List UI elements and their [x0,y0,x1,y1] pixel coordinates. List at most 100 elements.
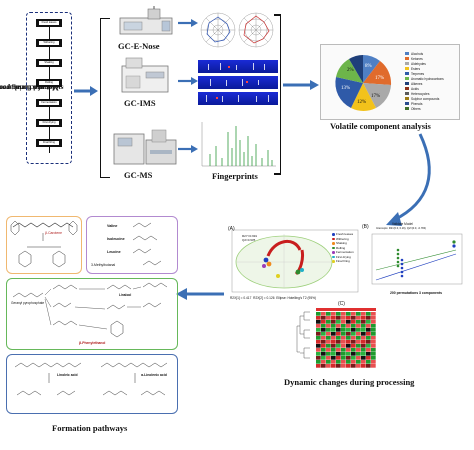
label-linolenic-acid: α-Linolenic acid [141,373,167,377]
legend-text: Others [411,106,421,111]
heatmap-cell [331,336,336,340]
heatmap-cell [316,312,321,316]
heatmap-cell [371,352,376,356]
heatmap-cell [326,320,331,324]
heatmap-cell [351,324,356,328]
volatile-legend-item: Phenols [405,101,459,106]
heatmap-cell [356,356,361,360]
heatmap-cell [361,336,366,340]
heatmap-cell [336,324,341,328]
heatmap-cell [316,364,321,368]
heatmap-cell [371,312,376,316]
heatmap-cell [346,364,351,368]
heatmap-cell [371,332,376,336]
heatmap-cell [331,348,336,352]
legend-text: Acids [411,86,419,91]
heatmap-cell [351,356,356,360]
heatmap-cell [361,312,366,316]
volatile-legend-item: Aromatic hydrocarbons [405,76,459,81]
legend-text: Aromatic hydrocarbons [411,76,444,81]
group-dot [332,237,335,240]
legend-swatch [405,62,409,65]
step-shaking: Shaking [36,59,62,67]
heatmap-cell [366,364,371,368]
heatmap-cell [336,316,341,320]
heatmap-cell [346,316,351,320]
heatmap-cell [346,320,351,324]
volatile-pie-chart: 8% 17% 17% 12% 13% 2% [335,55,392,111]
group-legend-item: Fermentation [332,250,354,255]
process-connector [49,25,50,153]
volatile-title: Volatile component analysis [330,121,431,131]
heatmap-cell [356,364,361,368]
label-3-methylbutanal: 3-Methylbutanal [91,263,116,267]
heatmap-cell [326,344,331,348]
fingerprints-label: Fingerprints [212,171,258,181]
heatmap-cell [326,352,331,356]
heatmap-cell [341,364,346,368]
amino-acid-structures [132,222,162,266]
slice-label-3: 17% [371,94,380,99]
heatmap-cell [371,320,376,324]
heatmap-cell [346,352,351,356]
group-name: Shaking [336,241,347,246]
heatmap-cell [346,328,351,332]
legend-text: Ketones [411,56,423,61]
heatmap-cell [336,312,341,316]
legend-swatch [405,52,409,55]
process-steps-box: Fresh leaves Withering Shaking Rolling F… [26,12,72,164]
heatmap-cell [351,344,356,348]
heatmap-cell [356,344,361,348]
heatmap-cell [321,312,326,316]
heatmap-cell [321,324,326,328]
heatmap-cell [341,324,346,328]
panel-a-label: (A) [228,226,235,232]
volatile-legend-item: Others [405,106,459,111]
heatmap-cell [336,320,341,324]
heatmap-cell [356,336,361,340]
heatmap-cell [346,336,351,340]
arrow-ims [178,77,198,85]
heatmap-cell [326,336,331,340]
heatmap-cell [336,364,341,368]
heatmap-cell [321,316,326,320]
group-dot [332,255,335,258]
heatmap-cell [321,336,326,340]
heatmap-cell [316,340,321,344]
volatile-legend-item: Alkenes [405,81,459,86]
heatmap-cell [331,316,336,320]
heatmap-cell [346,332,351,336]
ims-fingerprint-heatmaps [198,60,278,105]
legend-swatch [405,87,409,90]
heatmap-cell [321,364,326,368]
heatmap-cell [366,352,371,356]
gc-ms-label: GC-MS [124,170,153,180]
heatmap-cell [361,360,366,364]
step-fresh-leaves: Fresh leaves [36,19,62,27]
heatmap-cell [326,316,331,320]
score-axis-caption: R2X[1] = 0.417 R2X[2] = 0.126 Ellipse: H… [230,296,316,300]
heatmap-cell [371,348,376,352]
panel-b-label: (B) [362,224,369,230]
heatmap-cell [336,344,341,348]
carotenoid-structures [10,220,78,268]
legend-swatch [405,107,409,110]
slice-label-1: 8% [365,64,372,69]
heatmap-cell [331,352,336,356]
heatmap-cell [341,360,346,364]
heatmap-cell [316,332,321,336]
heatmap-cell [356,316,361,320]
legend-swatch [405,82,409,85]
heatmap-cell [341,352,346,356]
heatmap-cell [336,328,341,332]
arrow-ms [178,145,198,153]
heatmap-cell [321,340,326,344]
heatmap-cell [356,320,361,324]
heatmap-cell [371,340,376,344]
heatmap-cell [346,340,351,344]
legend-text: Esters [411,66,421,71]
